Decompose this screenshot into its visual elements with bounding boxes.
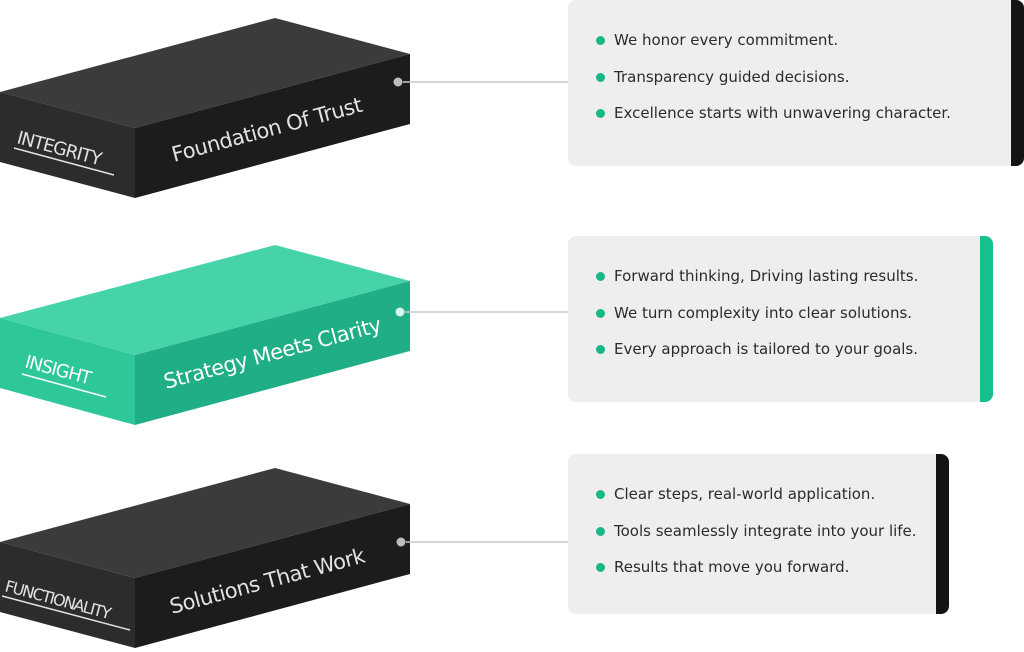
connector-dot-functionality [396,537,406,547]
list-item: We turn complexity into clear solutions. [596,295,993,332]
block-insight-top [0,245,410,355]
list-item: Every approach is tailored to your goals… [596,331,993,368]
block-integrity: INTEGRITY Foundation Of Trust [0,18,568,198]
list-item-text: Results that move you forward. [614,558,850,576]
connector-dot-insight [395,307,405,317]
block-integrity-keyword-underline [13,147,115,176]
bullet-dot-icon [596,308,605,318]
list-item: Excellence starts with unwavering charac… [596,95,1024,132]
bullet-dot-icon [596,109,605,118]
list-item-text: Excellence starts with unwavering charac… [614,104,951,122]
bullet-dot-icon [596,36,605,45]
card-insight: Forward thinking, Driving lasting result… [568,236,993,402]
list-item: We honor every commitment. [596,22,1024,59]
list-item-text: We honor every commitment. [614,31,839,49]
block-functionality-keyword-underline [1,595,131,631]
bullet-dot-icon [596,563,605,572]
block-insight: INSIGHT Strategy Meets Clarity [0,245,568,425]
block-functionality-front [0,542,135,648]
list-item-text: Every approach is tailored to your goals… [614,340,919,358]
card-accent-bar [936,454,949,614]
block-insight-keyword-underline [21,373,107,398]
block-functionality-top [0,468,410,578]
list-item: Clear steps, real-world application. [596,476,949,513]
block-insight-side [135,281,410,425]
list-item-text: We turn complexity into clear solutions. [614,303,913,322]
block-functionality-side [135,504,410,648]
list-item-text: Tools seamlessly integrate into your lif… [614,521,917,540]
list-item-text: Clear steps, real-world application. [614,485,876,503]
list-item: Tools seamlessly integrate into your lif… [596,513,949,550]
bullet-dot-icon [596,72,605,82]
bullet-dot-icon [596,490,605,499]
bullet-dot-icon [596,526,605,536]
card-accent-bar [1011,0,1024,166]
card-functionality-list: Clear steps, real-world application. Too… [596,476,949,586]
list-item: Transparency guided decisions. [596,59,1024,96]
bullet-dot-icon [596,345,605,354]
block-insight-front [0,318,135,425]
card-insight-list: Forward thinking, Driving lasting result… [596,258,993,368]
list-item-text: Forward thinking, Driving lasting result… [614,267,919,285]
list-item: Results that move you forward. [596,549,949,586]
bullet-dot-icon [596,272,605,281]
block-functionality: FUNCTIONALITY Solutions That Work [0,468,568,648]
block-integrity-top [0,18,410,128]
card-accent-bar [980,236,993,402]
block-integrity-side [135,54,410,198]
connector-dot-integrity [393,77,403,87]
card-integrity-list: We honor every commitment. Transparency … [596,22,1024,132]
card-functionality: Clear steps, real-world application. Too… [568,454,949,614]
list-item-text: Transparency guided decisions. [614,67,850,86]
card-integrity: We honor every commitment. Transparency … [568,0,1024,166]
list-item: Forward thinking, Driving lasting result… [596,258,993,295]
